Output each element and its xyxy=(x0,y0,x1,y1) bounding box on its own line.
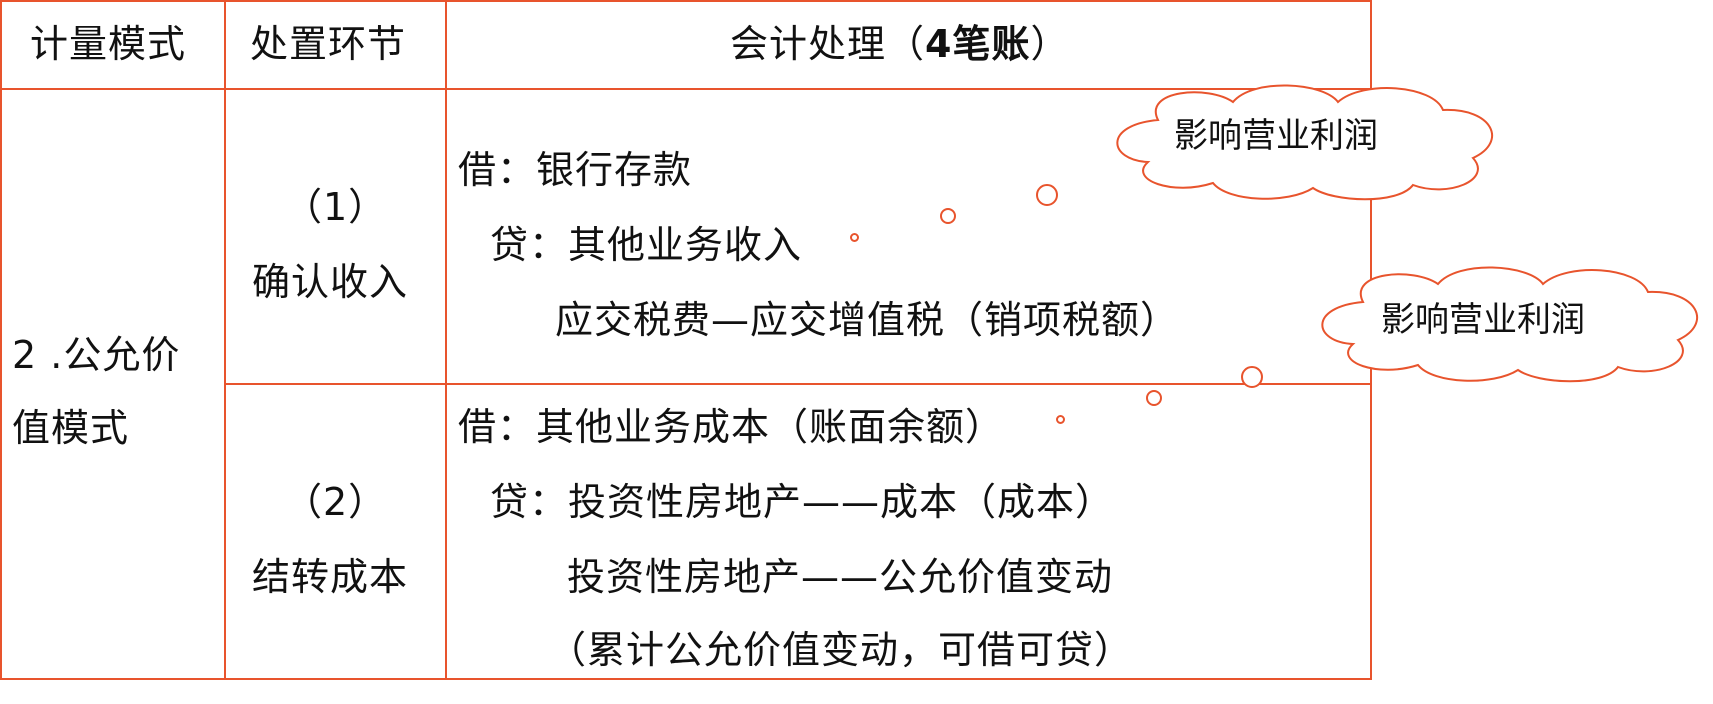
header-measurement-mode: 计量模式 xyxy=(30,22,187,66)
callout-2-text: 影响营业利润 xyxy=(1381,300,1585,340)
step1-debit-line: 借：银行存款 xyxy=(458,148,693,192)
callout-2-bubble-medium xyxy=(1146,390,1162,406)
header-bottom-border xyxy=(0,88,1372,90)
col2-divider xyxy=(445,0,447,680)
header-accounting-suffix: ） xyxy=(1030,22,1070,66)
cloud-shape-icon xyxy=(1321,266,1698,383)
row-divider xyxy=(225,383,1372,385)
callout-2-bubble-large xyxy=(1241,366,1263,388)
mode-line-2: 值模式 xyxy=(12,406,130,450)
step2-credit-line-2: 投资性房地产——公允价值变动 xyxy=(567,555,1114,599)
table-top-border xyxy=(0,0,1372,2)
callout-1-text: 影响营业利润 xyxy=(1174,116,1378,156)
mode-line-1: 2 .公允价 xyxy=(12,333,181,377)
callout-2-bubble-small xyxy=(1056,415,1065,424)
step2-debit-line: 借：其他业务成本（账面余额） xyxy=(458,405,1005,449)
step2-credit-line: 贷：投资性房地产——成本（成本） xyxy=(490,480,1115,524)
step1-credit-line: 贷：其他业务收入 xyxy=(490,223,803,267)
callout-cloud-1: 影响营业利润 xyxy=(1098,80,1508,205)
header-accounting-prefix: 会计处理（ xyxy=(730,22,926,66)
cloud-shape-icon xyxy=(1116,84,1493,201)
header-accounting-count: 4笔账 xyxy=(925,22,1031,66)
step2-label: 结转成本 xyxy=(252,555,409,599)
step1-credit-line-2: 应交税费—应交增值税（销项税额） xyxy=(555,298,1180,342)
step2-number: （2） xyxy=(284,480,388,524)
step1-label: 确认收入 xyxy=(252,260,409,304)
callout-1-bubble-medium xyxy=(940,208,956,224)
header-accounting-treatment: 会计处理（4笔账） xyxy=(730,24,1069,64)
table-bottom-border xyxy=(0,678,1372,680)
step1-number: （1） xyxy=(284,185,388,229)
table-left-border xyxy=(0,0,2,680)
header-disposal-stage: 处置环节 xyxy=(250,22,407,66)
callout-1-bubble-small xyxy=(850,233,859,242)
step2-credit-note: （累计公允价值变动，可借可贷） xyxy=(548,628,1134,672)
callout-1-bubble-large xyxy=(1036,184,1058,206)
callout-cloud-2: 影响营业利润 xyxy=(1303,262,1713,387)
col1-divider xyxy=(224,0,226,680)
